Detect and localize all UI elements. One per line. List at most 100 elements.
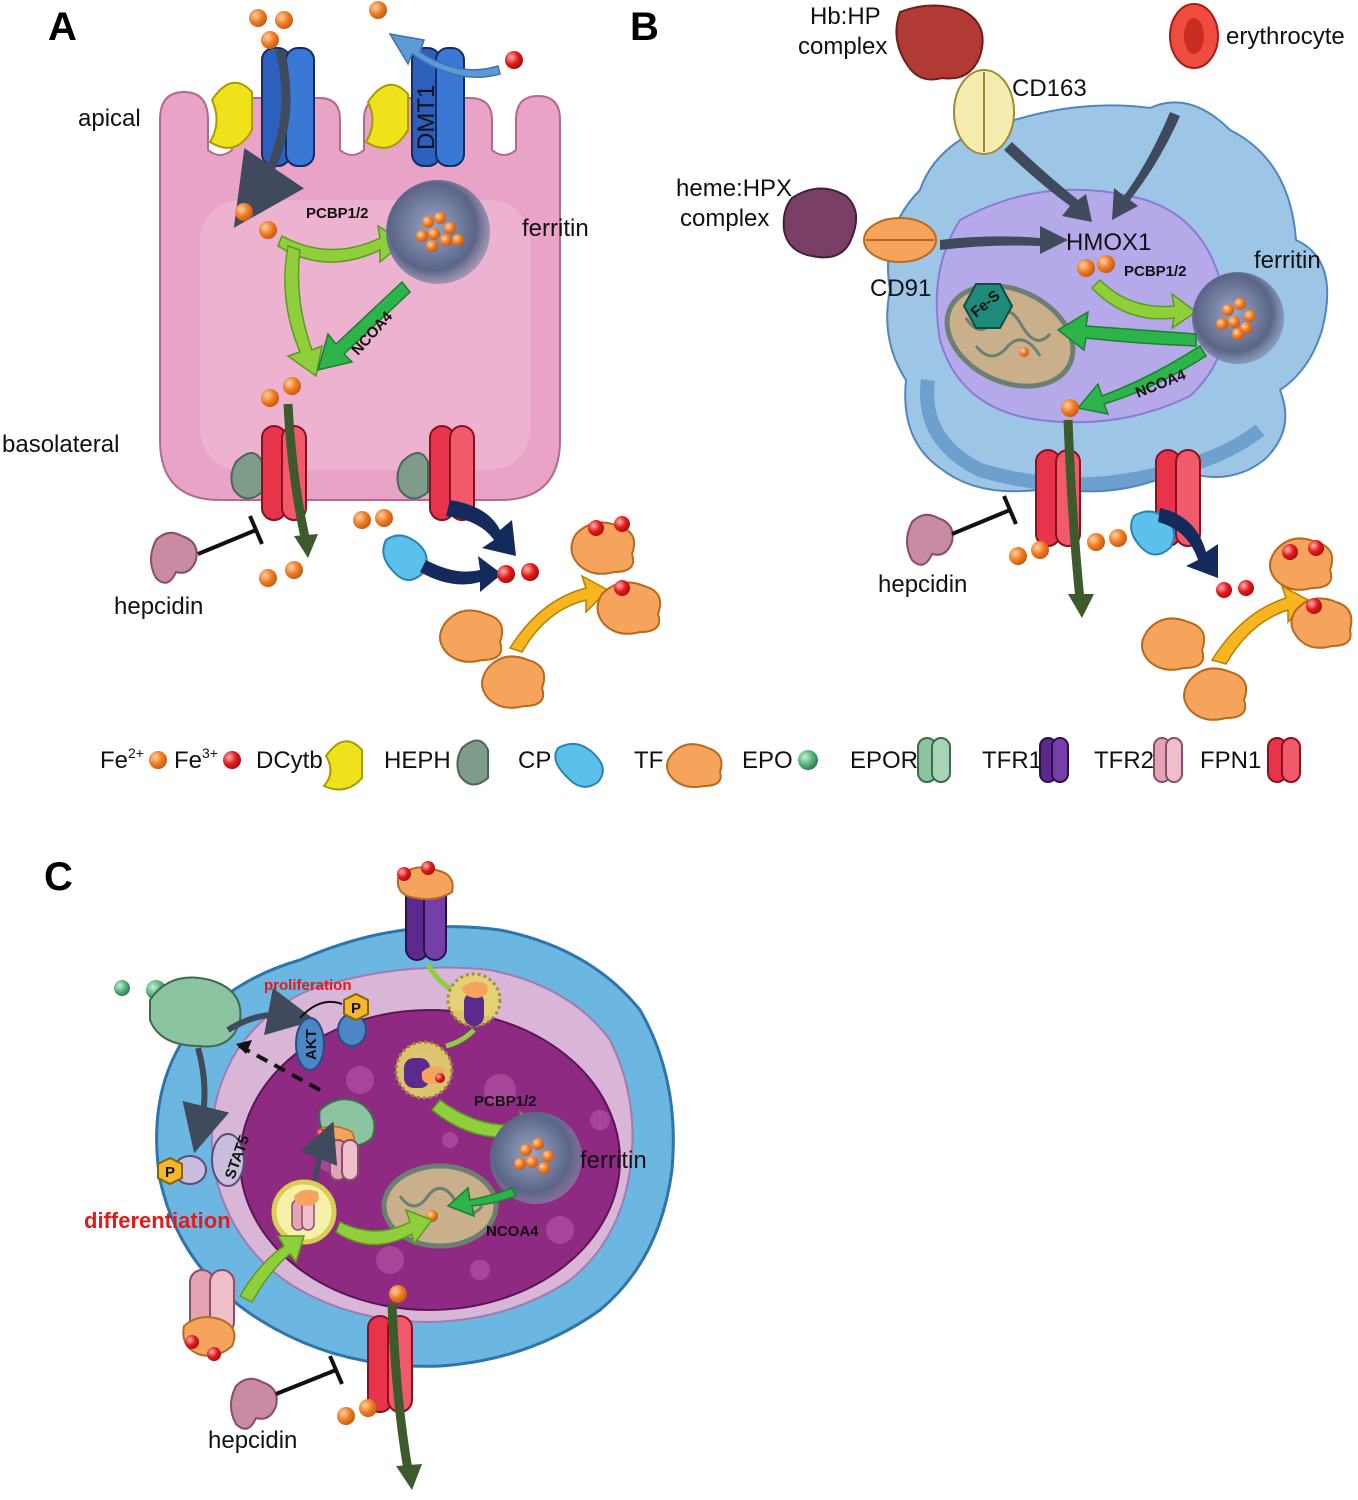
legend: Fe2+ Fe3+ DCytb HEPH CP TF EPO EPOR TFR1… — [100, 737, 1301, 791]
reduction-arrow — [388, 32, 501, 78]
heme-uptake-arrow — [940, 226, 1068, 254]
fe2-ion — [353, 511, 371, 529]
legend-fe3-swatch — [223, 751, 241, 769]
fe3-ion — [397, 867, 411, 881]
fe3-ion — [317, 1129, 327, 1139]
label-basolateral: basolateral — [2, 431, 119, 458]
inhibition-line — [275, 1368, 337, 1396]
heph-protein — [230, 452, 263, 500]
ferritin-iron-cluster — [514, 1138, 554, 1174]
fe2-ion — [275, 11, 293, 29]
hemehpx-complex — [782, 187, 857, 259]
dmt1-transporter-right: DMT1 — [411, 47, 465, 167]
ferritin-iron-cluster — [1216, 298, 1256, 340]
tf-protein — [481, 655, 546, 709]
inhibition-line — [197, 528, 257, 556]
label-hepcidin: hepcidin — [878, 571, 967, 598]
fe3-ion — [588, 520, 604, 536]
cp-protein — [382, 534, 428, 581]
legend-heph: HEPH — [384, 747, 451, 774]
label-hepcidin: hepcidin — [208, 1427, 297, 1454]
tfr2-in-endosome — [291, 1199, 315, 1231]
stat5-protein — [211, 1133, 245, 1187]
legend-fpn1: FPN1 — [1200, 747, 1261, 774]
legend-tfr2: TFR2 — [1094, 747, 1154, 774]
export-arrowhead — [1068, 594, 1094, 618]
panel-b: B Hb:HP complex CD163 erythrocyte heme:H… — [630, 3, 1353, 721]
fe3-ion — [1238, 580, 1254, 596]
cd163-receptor — [953, 69, 1015, 155]
legend-fe3: Fe3+ — [174, 745, 218, 774]
fe2-ion — [1109, 529, 1127, 547]
dcytb-protein — [364, 83, 409, 149]
stat5-signal-arrow — [182, 1047, 230, 1154]
fe3-ion — [505, 51, 523, 69]
ncoa4-arrow — [316, 280, 412, 372]
tf-protein — [1183, 667, 1248, 721]
ncoa4-arrow — [446, 1186, 518, 1218]
inhibition-line — [951, 508, 1011, 536]
fe2-ion — [235, 203, 253, 221]
hepcidin-peptide — [150, 531, 198, 584]
fe3-ion — [1216, 582, 1232, 598]
tf-in-endosome — [462, 981, 488, 998]
label-p: P — [351, 1000, 361, 1017]
heph-protein — [396, 452, 429, 500]
fe3-ion — [614, 580, 630, 596]
fe2-ion — [259, 221, 277, 239]
tf-protein — [439, 609, 504, 663]
label-pcbp: PCBP1/2 — [474, 1093, 537, 1110]
panel-c-letter: C — [44, 855, 73, 899]
inhibition-bar — [248, 515, 264, 545]
fe3-ion — [435, 1073, 445, 1083]
fe3-ion — [1308, 540, 1324, 556]
fe2-ion — [283, 377, 301, 395]
legend-heph-swatch — [456, 739, 489, 786]
legend-tf: TF — [634, 747, 663, 774]
akt-signal-arrow — [226, 987, 316, 1036]
tf-in-endosome — [294, 1189, 319, 1206]
legend-fe2-swatch — [149, 751, 167, 769]
label-p: P — [165, 1164, 175, 1181]
import-arrow — [233, 48, 304, 228]
label-pcbp: PCBP1/2 — [306, 205, 369, 222]
ferritin-to-mito-arrow — [1056, 310, 1197, 352]
label-hbhp-line1: Hb:HP — [810, 3, 881, 30]
fe2-ion — [375, 509, 393, 527]
legend-tfr2-swatch — [1153, 737, 1183, 783]
legend-cp: CP — [518, 747, 551, 774]
label-hemehpx-line1: heme:HPX — [676, 175, 792, 202]
label-erythrocyte: erythrocyte — [1226, 23, 1345, 50]
export-arrow — [1063, 419, 1085, 601]
phospho-badge — [157, 1156, 183, 1186]
hepcidin-peptide — [230, 1377, 278, 1430]
fe3-ion — [1306, 598, 1322, 614]
phosphorylation-arrow — [299, 1000, 343, 1019]
fe2-ion — [337, 1407, 355, 1425]
inhibition-bar — [328, 1355, 344, 1385]
legend-fe2: Fe2+ — [100, 745, 144, 774]
fe2-ion — [1087, 533, 1105, 551]
dark-export-arrow — [1158, 508, 1218, 578]
tf-loading-arrow — [508, 574, 610, 653]
pcbp-arrow — [1090, 278, 1198, 330]
legend-dcytb-swatch — [322, 740, 363, 791]
fe2-ion — [261, 389, 279, 407]
fe3-ion — [1282, 544, 1298, 560]
feedback-dashed-arrow — [235, 1042, 321, 1092]
legend-cp-swatch — [554, 742, 604, 788]
fe2-ion — [259, 569, 277, 587]
erythrocyte-center — [1184, 18, 1204, 54]
label-akt: AKT — [303, 1029, 320, 1060]
phospho-badge — [343, 992, 369, 1022]
fe2-ion — [389, 1285, 407, 1303]
label-hepcidin: hepcidin — [114, 593, 203, 620]
hepcidin-peptide — [906, 513, 954, 566]
tfr1-in-endosome — [464, 992, 484, 1026]
hb-uptake-arrow — [1004, 142, 1092, 222]
label-proliferation: proliferation — [264, 977, 352, 994]
label-ncoa4: NCOA4 — [486, 1223, 539, 1240]
tf-protein — [1141, 617, 1206, 671]
dcytb-protein — [208, 81, 253, 149]
